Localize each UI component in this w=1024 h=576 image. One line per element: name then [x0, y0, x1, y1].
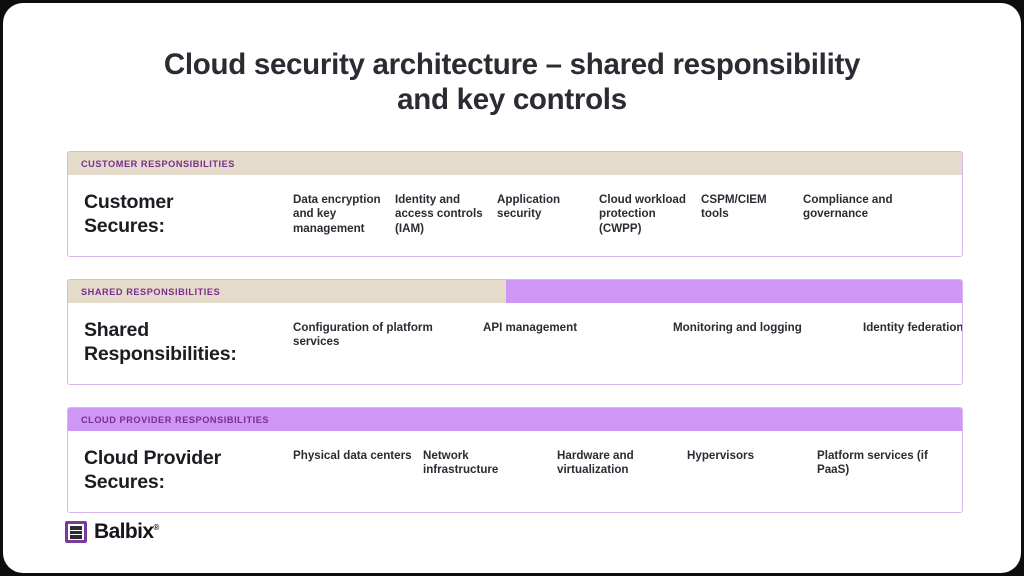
- section-body-customer: Customer Secures: Data encryption and ke…: [68, 175, 962, 256]
- section-title-shared-line-2: Responsibilities:: [84, 342, 237, 365]
- section-title-provider: Cloud Provider Secures:: [68, 447, 293, 494]
- list-item: Network infrastructure: [423, 449, 499, 477]
- page-title-line-1: Cloud security architecture – shared res…: [163, 48, 861, 81]
- section-items-shared: Configuration of platform services API m…: [293, 319, 963, 350]
- list-item: Physical data centers: [293, 449, 412, 462]
- section-title-shared-line-1: Shared: [84, 319, 149, 341]
- section-cloud-provider-responsibilities: CLOUD PROVIDER RESPONSIBILITIES Cloud Pr…: [67, 407, 963, 513]
- section-header-label-provider: CLOUD PROVIDER RESPONSIBILITIES: [81, 414, 270, 425]
- section-title-provider-line-1: Cloud Provider: [84, 447, 221, 469]
- slide-canvas: Cloud security architecture – shared res…: [3, 3, 1021, 573]
- section-header-shared: SHARED RESPONSIBILITIES: [68, 280, 962, 303]
- section-body-shared: Shared Responsibilities: Configuration o…: [68, 303, 962, 384]
- list-item: Compliance and governance: [803, 193, 893, 221]
- balbix-logo: Balbix®: [65, 520, 159, 544]
- section-title-provider-line-2: Secures:: [84, 470, 165, 493]
- section-title-customer: Customer Secures:: [68, 191, 293, 238]
- list-item: Monitoring and logging: [673, 321, 802, 334]
- list-item: Configuration of platform services: [293, 321, 433, 349]
- sections-container: CUSTOMER RESPONSIBILITIES Customer Secur…: [67, 151, 963, 535]
- list-item: Data encryption and key management: [293, 193, 381, 235]
- registered-mark: ®: [153, 523, 159, 532]
- list-item: API management: [483, 321, 578, 334]
- section-header-provider: CLOUD PROVIDER RESPONSIBILITIES: [68, 408, 962, 431]
- page-title: Cloud security architecture – shared res…: [3, 47, 1021, 117]
- list-item: Platform services (if PaaS): [817, 449, 928, 477]
- section-title-customer-line-1: Customer: [84, 191, 174, 213]
- section-shared-responsibilities: SHARED RESPONSIBILITIES Shared Responsib…: [67, 279, 963, 385]
- list-item: Application security: [497, 193, 561, 221]
- section-header-customer: CUSTOMER RESPONSIBILITIES: [68, 152, 962, 175]
- header-fill-beige: [68, 152, 962, 175]
- section-title-customer-line-2: Secures:: [84, 214, 165, 237]
- section-body-provider: Cloud Provider Secures: Physical data ce…: [68, 431, 962, 512]
- list-item: Identity federation: [863, 321, 963, 334]
- header-fill-beige: [68, 280, 507, 303]
- balbix-wordmark: Balbix: [94, 520, 154, 543]
- list-item: Cloud workload protection (CWPP): [599, 193, 686, 235]
- list-item: Hypervisors: [687, 449, 755, 462]
- page-title-line-2: and key controls: [397, 83, 627, 116]
- section-title-shared: Shared Responsibilities:: [68, 319, 293, 366]
- list-item: CSPM/CIEM tools: [701, 193, 767, 221]
- list-item: Identity and access controls (IAM): [395, 193, 483, 235]
- section-items-customer: Data encryption and key management Ident…: [293, 191, 962, 236]
- balbix-logo-icon: [65, 521, 87, 543]
- balbix-logo-text: Balbix®: [94, 520, 159, 544]
- section-items-provider: Physical data centers Network infrastruc…: [293, 447, 962, 478]
- list-item: Hardware and virtualization: [557, 449, 634, 477]
- section-header-label-shared: SHARED RESPONSIBILITIES: [81, 286, 221, 297]
- header-fill-purple: [506, 280, 962, 303]
- section-customer-responsibilities: CUSTOMER RESPONSIBILITIES Customer Secur…: [67, 151, 963, 257]
- header-fill-purple: [68, 408, 962, 431]
- section-header-label-customer: CUSTOMER RESPONSIBILITIES: [81, 158, 235, 169]
